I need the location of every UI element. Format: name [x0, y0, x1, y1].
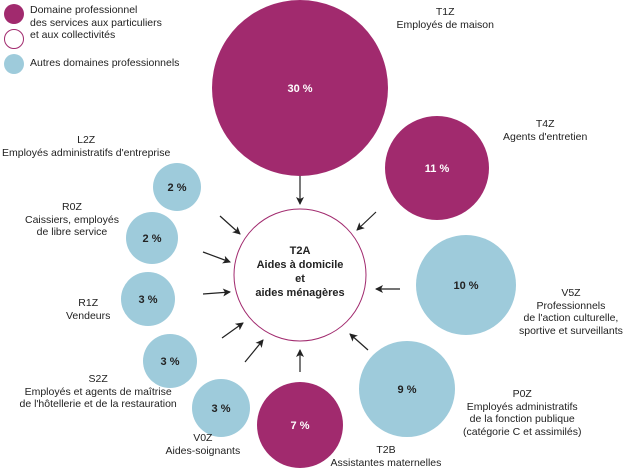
node-percent-v5z: 10 % [453, 280, 478, 292]
node-code: R1Z [78, 297, 99, 309]
node-name-line: Professionnels [536, 299, 606, 312]
center-node-code: T2A [290, 245, 311, 257]
node-circle-r0z [126, 212, 178, 264]
node-name-line: Employés administratifs [466, 400, 578, 413]
node-code: T4Z [535, 118, 555, 130]
arrow-r1z-to-center [202, 288, 231, 297]
arrow-t4z-to-center [356, 211, 377, 231]
node-code: T1Z [435, 6, 455, 18]
node-name-line: Assistantes maternelles [330, 456, 442, 469]
node-percent-r0z: 2 % [143, 233, 162, 245]
node-percent-p0z: 9 % [398, 384, 417, 396]
node-circle-s2z [143, 334, 197, 388]
node-circle-t2b [257, 382, 343, 468]
node-name-line: sportive et surveillants [519, 324, 623, 337]
node-code: T2B [376, 444, 396, 456]
node-percent-t1z: 30 % [287, 83, 312, 95]
center-node-line1: Aides à domicile [257, 259, 344, 271]
circles-layer: 30 % 11 % 10 % 9 % 7 % 3 % 3 % 3 % 2 % 2 % [121, 0, 516, 468]
node-code: V0Z [193, 432, 213, 444]
node-circle-r1z [121, 272, 175, 326]
node-name-line: Employés de maison [396, 18, 494, 31]
node-circle-p0z [359, 341, 455, 437]
center-node-circle [233, 208, 367, 342]
arrow-v0z-to-center [244, 339, 264, 363]
node-code: V5Z [561, 287, 581, 299]
arrow-s2z-to-center [221, 322, 244, 339]
center-node-line3: aides ménagères [255, 287, 344, 299]
node-code: L2Z [77, 134, 96, 146]
node-name-line: Vendeurs [66, 309, 111, 322]
node-name-line: de la fonction publique [469, 413, 575, 425]
node-code: R0Z [62, 201, 82, 213]
node-name-line: Aides-soignants [165, 444, 241, 457]
node-name-line: Agents d'entretien [503, 130, 588, 143]
node-percent-l2z: 2 % [168, 182, 187, 194]
node-name-line: de l'action culturelle, [523, 312, 619, 324]
node-name-line: Employés et agents de maîtrise [24, 385, 172, 398]
node-percent-t4z: 11 % [425, 163, 450, 175]
node-percent-r1z: 3 % [139, 294, 158, 306]
node-name-line: (catégorie C et assimilés) [463, 425, 582, 438]
node-name-line: de l'hôtellerie et de la restauration [19, 398, 177, 410]
node-name-line: Employés administratifs d'entreprise [2, 146, 171, 159]
node-percent-v0z: 3 % [212, 403, 231, 415]
node-circle-v5z [416, 235, 516, 335]
node-percent-s2z: 3 % [161, 356, 180, 368]
node-percent-t2b: 7 % [291, 420, 310, 432]
center-node-line2: et [295, 273, 305, 285]
node-name-line: Caissiers, employés [25, 213, 119, 226]
arrow-l2z-to-center [219, 215, 241, 235]
node-code: S2Z [88, 373, 108, 385]
node-circle-l2z [153, 163, 201, 211]
legend-swatch-filled-magenta [4, 4, 24, 24]
node-code: P0Z [512, 388, 532, 400]
arrow-p0z-to-center [349, 333, 369, 351]
legend-label: Autres domaines professionnels [30, 57, 180, 69]
node-circle-v0z [192, 379, 250, 437]
arrow-r0z-to-center [202, 251, 231, 264]
node-circle-t1z [212, 0, 388, 176]
node-name-line: de libre service [36, 226, 108, 238]
legend-swatch-outline-magenta [4, 29, 24, 49]
legend-label: Domaine professionnel des services aux p… [30, 4, 162, 41]
legend-swatch-filled-lightblue [4, 54, 24, 74]
node-circle-t4z [385, 116, 489, 220]
